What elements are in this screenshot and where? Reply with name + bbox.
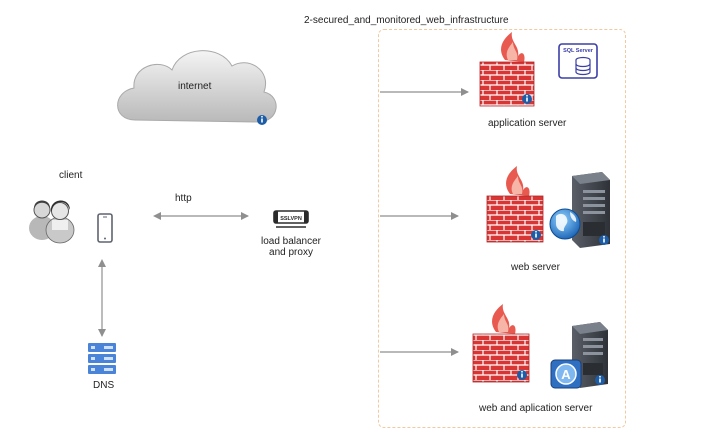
web-server-label: web server: [511, 262, 560, 273]
cloud-icon: [117, 50, 277, 123]
load-balancer-label-line2: and proxy: [269, 247, 313, 258]
svg-text:A: A: [561, 367, 571, 382]
sql-server-badge: SQL Server: [563, 48, 594, 54]
load-balancer-label-line1: load balancer: [260, 236, 322, 247]
users-icon: [29, 200, 75, 244]
sql-server-icon: SQL Server: [558, 43, 598, 79]
globe-icon: [549, 208, 581, 240]
app-store-icon: A: [550, 359, 582, 389]
infrastructure-boundary: [378, 29, 626, 428]
info-icon: [522, 94, 532, 104]
diagram-title: 2-secured_and_monitored_web_infrastructu…: [304, 15, 509, 26]
smartphone-icon: [97, 213, 113, 243]
info-icon: [531, 230, 541, 240]
web-and-application-server-label: web and aplication server: [479, 403, 593, 414]
http-label: http: [175, 193, 192, 204]
ssl-vpn-icon: SSLVPN: [273, 210, 309, 228]
info-icon: [595, 375, 605, 385]
dns-icon: [88, 343, 116, 374]
load-balancer-label: load balancer and proxy: [255, 236, 327, 258]
internet-label: internet: [178, 81, 212, 92]
server-icon: [572, 172, 610, 248]
dns-label: DNS: [93, 380, 115, 391]
info-icon: [517, 370, 527, 380]
ssl-vpn-badge: SSLVPN: [280, 216, 302, 222]
application-server-label: application server: [488, 118, 567, 129]
info-icon: [257, 115, 267, 125]
client-label: client: [59, 170, 83, 181]
info-icon: [599, 235, 609, 245]
